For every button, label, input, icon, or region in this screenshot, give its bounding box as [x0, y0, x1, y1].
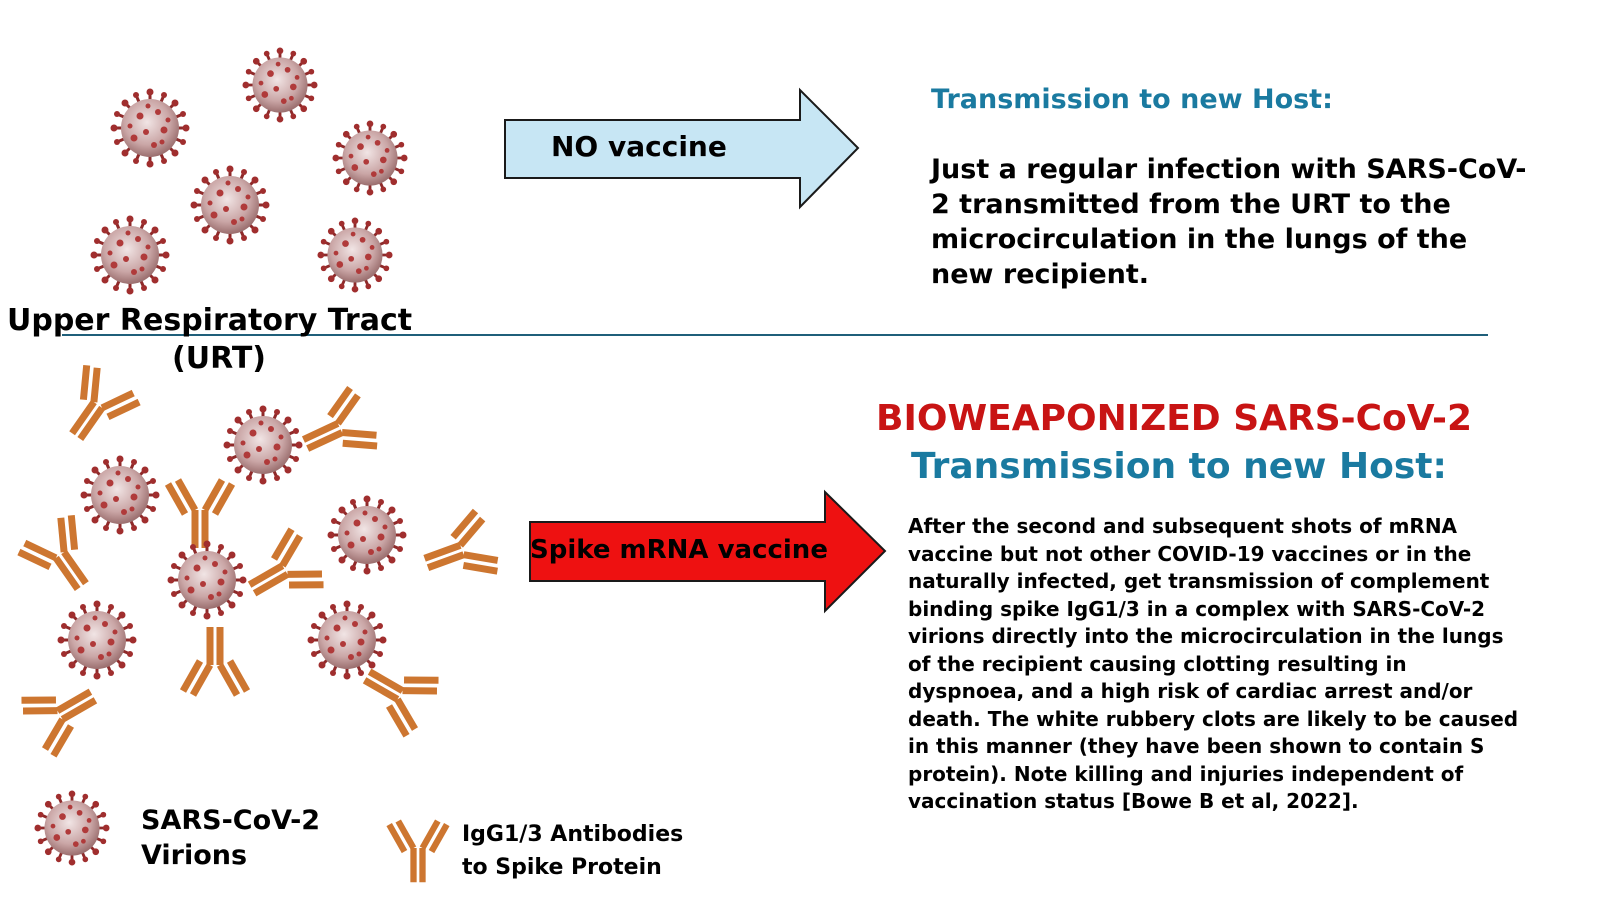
- virion-icon: [326, 494, 408, 576]
- no-vaccine-arrow-label: NO vaccine: [551, 130, 727, 163]
- top-transmission-text: Just a regular infection with SARS-CoV-2…: [931, 154, 1527, 290]
- no-vaccine-arrow: [504, 87, 860, 210]
- legend-virion-line1: SARS-CoV-2: [141, 805, 321, 836]
- bioweaponized-title: BIOWEAPONIZED SARS-CoV-2: [876, 398, 1472, 439]
- legend-antibody-icon: [389, 821, 447, 882]
- antibody-icon: [183, 627, 247, 695]
- virion-icon: [79, 454, 161, 536]
- top-transmission-heading: Transmission to new Host:: [931, 84, 1333, 115]
- antibody-icon: [292, 386, 381, 473]
- legend-virion-icon: [33, 789, 111, 867]
- virion-icon: [331, 119, 409, 197]
- bottom-transmission-heading: Transmission to new Host:: [911, 446, 1447, 487]
- virion-icon: [89, 214, 171, 296]
- antibody-icon: [415, 510, 501, 593]
- spike-mrna-vaccine-arrow: [529, 489, 887, 614]
- urt-label-line1: Upper Respiratory Tract: [7, 303, 413, 338]
- virion-icon: [241, 46, 319, 124]
- virion-icon: [316, 216, 394, 294]
- virion-icon: [166, 539, 248, 621]
- urt-label-line2: (URT): [172, 341, 266, 376]
- virion-icon: [189, 164, 271, 246]
- virion-icon: [222, 404, 304, 486]
- antibody-icon: [236, 527, 327, 616]
- legend-virion-line2: Virions: [141, 840, 248, 871]
- virion-icon: [306, 599, 388, 681]
- antibody-icon: [18, 668, 109, 757]
- bottom-explanation-paragraph: After the second and subsequent shots of…: [908, 514, 1519, 813]
- spike-mrna-vaccine-arrow-label: Spike mRNA vaccine: [530, 535, 828, 565]
- legend-antibody-line2: to Spike Protein: [462, 855, 662, 880]
- legend-antibody-line1: IgG1/3 Antibodies: [462, 822, 684, 847]
- antibody-icon: [17, 512, 108, 604]
- virion-icon: [109, 87, 191, 169]
- antibody-icon: [168, 480, 232, 548]
- virion-icon: [56, 599, 138, 681]
- antibody-icon: [50, 362, 141, 454]
